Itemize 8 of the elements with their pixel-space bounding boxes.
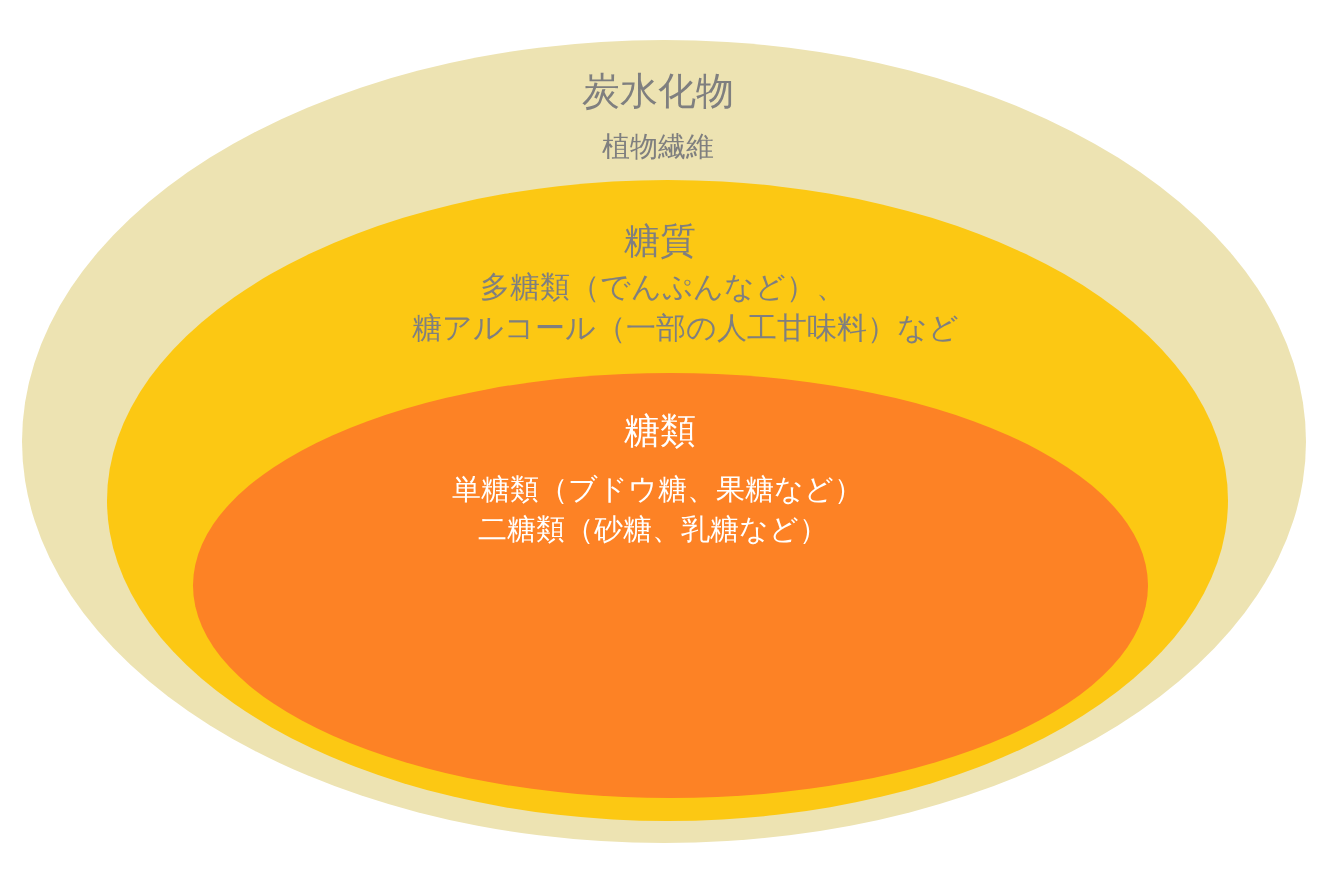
category-title: 炭水化物 (582, 70, 734, 114)
category-example: 糖アルコール（一部の人工甘味料）など (411, 311, 959, 346)
category-title: 糖質 (624, 220, 696, 262)
category-example: 多糖類（でんぷんなど）、 (480, 270, 846, 305)
category-example: 二糖類（砂糖、乳糖など） (478, 512, 828, 546)
category-example: 単糖類（ブドウ糖、果糖など） (451, 472, 863, 506)
category-title: 糖類 (624, 410, 696, 452)
category-example: 植物繊維 (602, 131, 714, 164)
